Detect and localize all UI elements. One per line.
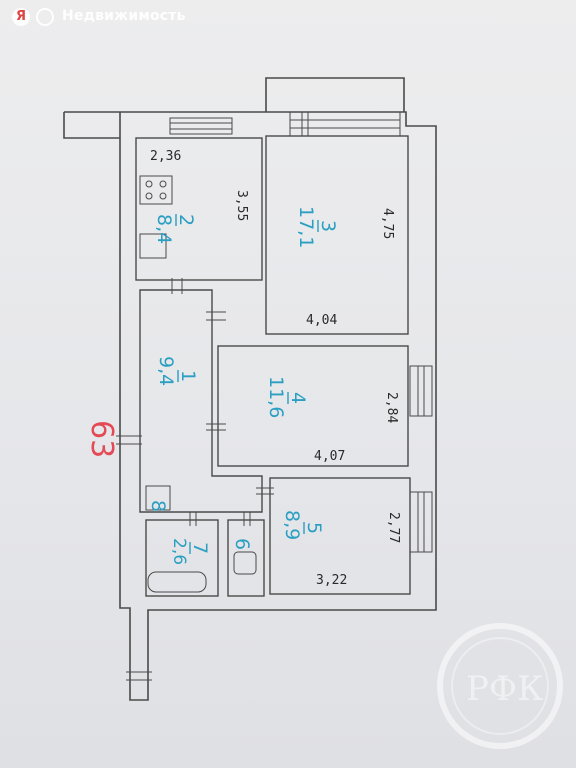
seal-letters: РФК [466, 669, 543, 709]
door-marks [116, 112, 309, 681]
bathtub-icon [147, 571, 207, 593]
room-3-label: 3 17,1 [295, 206, 339, 248]
stove-icon [139, 175, 173, 205]
room-4-label: 4 11,6 [265, 376, 309, 418]
watermark-bar: Я Недвижимость [0, 0, 576, 36]
kitchen-depth-label: 3,55 [234, 190, 249, 221]
room-1-number: 1 [177, 370, 199, 382]
room3-width-label: 4,04 [306, 313, 337, 328]
inner-walls [135, 135, 411, 597]
room-1-outline [139, 289, 263, 513]
room4-depth-label: 2,84 [384, 392, 399, 423]
room-4-outline [217, 345, 409, 467]
room-4-number: 4 [287, 392, 309, 404]
room-1-area: 9,4 [155, 356, 177, 386]
closet-icon [145, 485, 171, 511]
room-2-label: 2 8,4 [153, 214, 197, 244]
room-7-number: 7 [189, 542, 211, 554]
room-3-area: 17,1 [295, 206, 317, 248]
room-3-outline [265, 135, 409, 335]
washbasin-icon [233, 551, 257, 575]
room5-depth-label: 2,77 [386, 512, 401, 543]
room3-depth-label: 4,75 [380, 208, 395, 239]
room-4-area: 11,6 [265, 376, 287, 418]
fixtures [139, 175, 257, 593]
room-8-number: 8 [147, 500, 169, 512]
outer-walls [63, 77, 437, 701]
room-5-outline [269, 477, 411, 595]
room-2-area: 8,4 [153, 214, 175, 244]
watermark-text: Недвижимость [62, 8, 186, 24]
room-7-area: 2,6 [169, 538, 189, 565]
room4-width-label: 4,07 [314, 449, 345, 464]
search-logo-icon [36, 8, 54, 26]
room-1-label: 1 9,4 [155, 356, 199, 386]
kitchen-width-label: 2,36 [150, 149, 181, 164]
building-number: 63 [84, 420, 119, 458]
yandex-logo-icon: Я [12, 8, 30, 26]
sink-icon [139, 233, 167, 259]
room5-width-label: 3,22 [316, 573, 347, 588]
room-6-number: 6 [231, 538, 253, 550]
room-5-label: 5 8,9 [281, 510, 325, 540]
room-7-label: 7 2,6 [169, 538, 211, 565]
room-3-number: 3 [317, 220, 339, 232]
room-2-outline [135, 137, 263, 281]
windows [169, 111, 433, 553]
room-6-outline [227, 519, 265, 597]
room-2-number: 2 [175, 214, 197, 226]
room-5-area: 8,9 [281, 510, 303, 540]
room-5-number: 5 [303, 522, 325, 534]
room-7-outline [145, 519, 219, 597]
seal-icon: РФК [437, 623, 563, 749]
